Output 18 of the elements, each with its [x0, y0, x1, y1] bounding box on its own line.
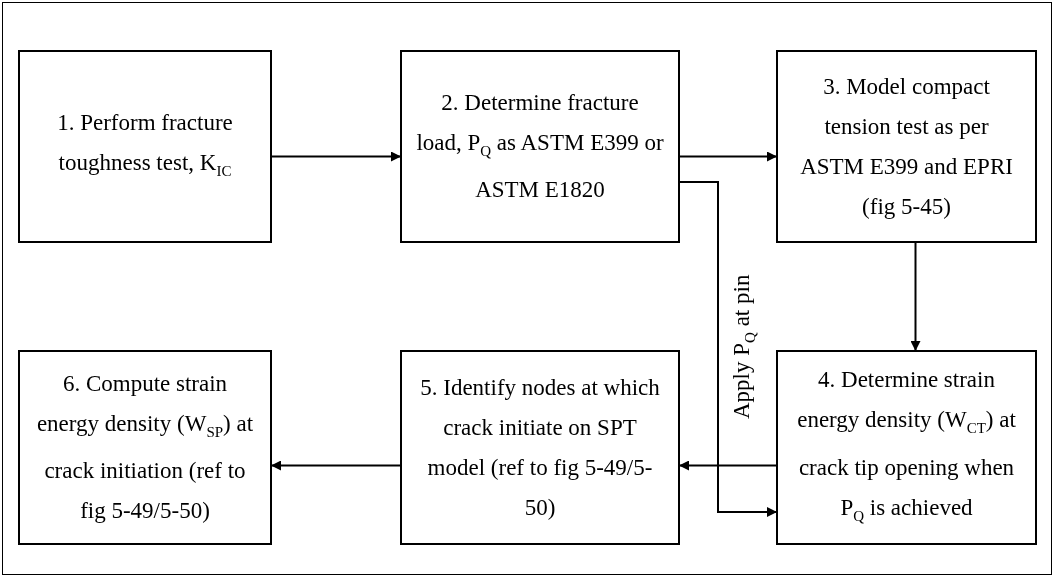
step-text: 1. Perform fracture toughness test, K$_{IC}$ [56, 108, 234, 181]
process-box [18, 350, 272, 545]
step-text: 5. Identify nodes at which crack initiate on SPT model (ref to fig 5-49/5-50) [419, 373, 661, 522]
arrow [679, 460, 777, 471]
process-box [400, 350, 680, 545]
arrow [910, 242, 921, 351]
process-box [400, 50, 680, 243]
step-text: 2. Determine fracture load, P$_{Q}$ as ASTM E399 or ASTM E1820 [415, 88, 665, 205]
step-text: 6. Compute strain energy density (W$_{SP}$) at crack initiation (ref to fig 5-49/5-50) [35, 369, 255, 526]
arrow [271, 460, 401, 471]
arrow [679, 181, 777, 517]
process-box [776, 50, 1037, 243]
arrow [679, 151, 777, 162]
process-box [776, 350, 1037, 545]
step-text: 3. Model compact tension test as per ASTM E399 and EPRI (fig 5-45) [799, 72, 1014, 221]
process-box [18, 50, 272, 243]
step-text: 4. Determine strain energy density (W$_{CT}$) at crack tip opening when P$_{Q}$ is achieved [796, 365, 1017, 526]
arrow [271, 151, 401, 162]
